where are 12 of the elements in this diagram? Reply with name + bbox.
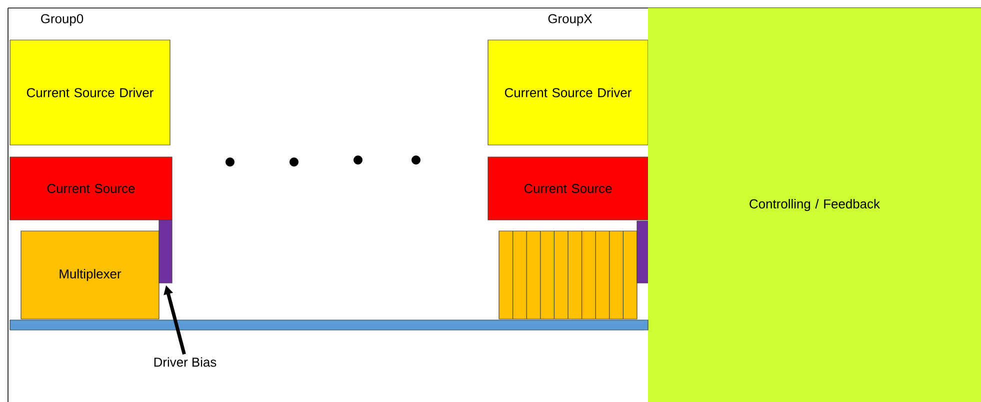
multiplexer-array xyxy=(498,230,638,320)
current-source-box: Current Source xyxy=(488,156,648,220)
control-panel: Controlling / Feedback xyxy=(648,8,981,402)
driver-box: Current Source Driver xyxy=(488,40,648,146)
current-source-box: Current Source xyxy=(10,156,172,220)
annotation-text: Driver Bias xyxy=(154,357,216,367)
bias-bar xyxy=(158,220,172,284)
bus-bar xyxy=(10,320,648,330)
group-heading: GroupX xyxy=(548,14,592,26)
multiplexer-box: Multiplexer xyxy=(20,230,160,320)
group-heading: Group0 xyxy=(41,14,84,26)
driver-box: Current Source Driver xyxy=(10,40,170,146)
